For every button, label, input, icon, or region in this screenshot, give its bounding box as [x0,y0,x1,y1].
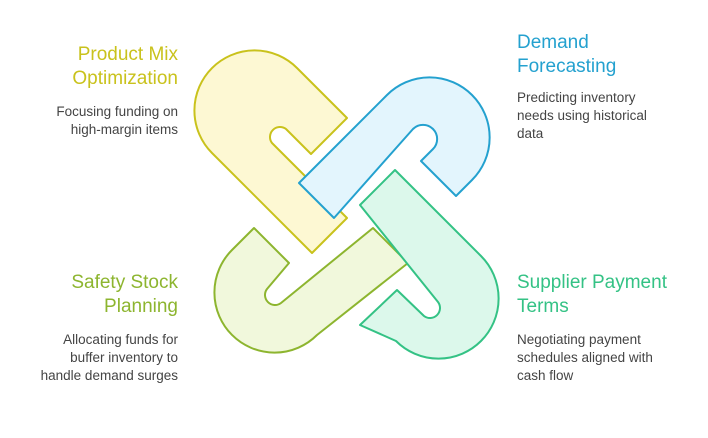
demand-forecasting-link [298,76,491,219]
title-line: Forecasting [517,56,617,77]
safety-stock-block: Safety Stock Planning Allocating funds f… [20,271,178,385]
product-mix-block: Product Mix Optimization Focusing fundin… [20,43,178,139]
title-line: Terms [517,296,569,317]
safety-stock-title: Safety Stock Planning [20,271,178,319]
desc-line: schedules aligned with [517,350,653,365]
desc-line: handle demand surges [40,368,178,383]
demand-forecasting-description: Predicting inventory needs using histori… [517,89,687,143]
supplier-payment-title: Supplier Payment Terms [517,271,697,319]
desc-line: Focusing funding on [56,104,178,119]
desc-line: high-margin items [70,122,178,137]
supplier-payment-link [359,169,500,360]
demand-forecasting-block: Demand Forecasting Predicting inventory … [517,31,687,143]
desc-line: cash flow [517,368,574,383]
title-line: Demand [517,32,589,53]
title-line: Product Mix [77,44,178,65]
product-mix-description: Focusing funding on high-margin items [20,103,178,139]
title-line: Safety Stock [71,272,178,293]
desc-line: needs using historical [517,108,647,123]
supplier-payment-block: Supplier Payment Terms Negotiating payme… [517,271,697,385]
demand-forecasting-title: Demand Forecasting [517,31,687,79]
title-line: Supplier Payment [517,272,667,293]
product-mix-link [193,49,348,254]
desc-line: Predicting inventory [517,90,636,105]
safety-stock-description: Allocating funds for buffer inventory to… [20,331,178,385]
safety-stock-link [213,227,409,354]
title-line: Optimization [72,68,178,89]
desc-line: Allocating funds for [63,332,178,347]
desc-line: buffer inventory to [70,350,178,365]
product-mix-title: Product Mix Optimization [20,43,178,91]
title-line: Planning [104,296,178,317]
desc-line: data [517,126,544,141]
supplier-payment-description: Negotiating payment schedules aligned wi… [517,331,697,385]
desc-line: Negotiating payment [517,332,641,347]
